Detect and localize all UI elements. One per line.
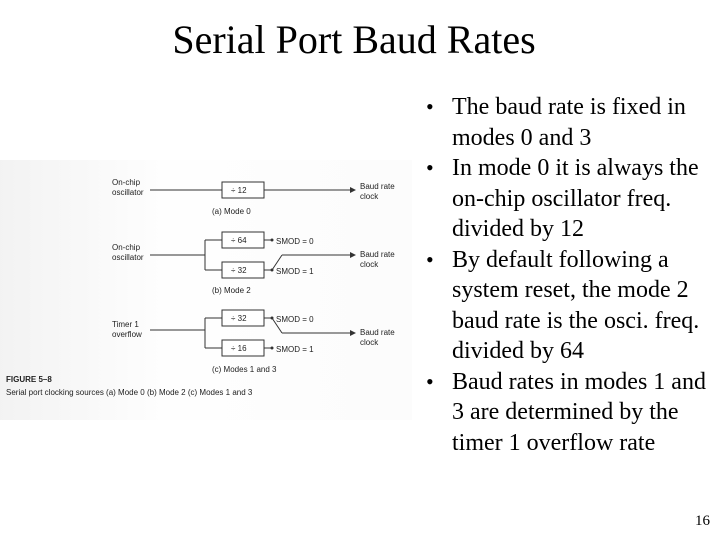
page-number: 16 bbox=[695, 513, 710, 529]
mode2-source-line2: oscillator bbox=[112, 253, 144, 262]
scanned-figure-background bbox=[0, 160, 412, 420]
serial-port-clocking-figure: On-chip oscillator ÷ 12 Baud rate clock … bbox=[0, 160, 412, 420]
mode2-caption: (b) Mode 2 bbox=[212, 286, 251, 295]
mode0-divider: ÷ 12 bbox=[231, 186, 247, 195]
bullet-item: The baud rate is fixed in modes 0 and 3 bbox=[424, 92, 714, 153]
mode13-smod0: SMOD = 0 bbox=[276, 315, 314, 324]
mode0-caption: (a) Mode 0 bbox=[212, 207, 251, 216]
mode0-source-line2: oscillator bbox=[112, 188, 144, 197]
mode2-source-line1: On-chip bbox=[112, 243, 141, 252]
slide-title: Serial Port Baud Rates bbox=[0, 16, 720, 64]
slide-title-text: Serial Port Baud Rates bbox=[172, 17, 536, 62]
clocking-diagram: On-chip oscillator ÷ 12 Baud rate clock … bbox=[6, 178, 395, 397]
mode2-divider-64: ÷ 64 bbox=[231, 236, 247, 245]
mode13-output-line2: clock bbox=[360, 338, 379, 347]
bullet-list: The baud rate is fixed in modes 0 and 3 … bbox=[424, 92, 714, 458]
mode13-smod1: SMOD = 1 bbox=[276, 345, 314, 354]
mode2-output-line1: Baud rate bbox=[360, 250, 395, 259]
bullet-item: By default following a system reset, the… bbox=[424, 245, 714, 367]
mode2-smod1: SMOD = 1 bbox=[276, 267, 314, 276]
mode2-output-line2: clock bbox=[360, 260, 379, 269]
mode13-output-line1: Baud rate bbox=[360, 328, 395, 337]
mode13-source-line2: overflow bbox=[112, 330, 142, 339]
mode0-output-line1: Baud rate bbox=[360, 182, 395, 191]
bullet-item: Baud rates in modes 1 and 3 are determin… bbox=[424, 367, 714, 459]
figure-label: FIGURE 5–8 bbox=[6, 375, 52, 384]
mode13-divider-32: ÷ 32 bbox=[231, 314, 247, 323]
figure-caption: Serial port clocking sources (a) Mode 0 … bbox=[6, 388, 253, 397]
mode2-divider-32: ÷ 32 bbox=[231, 266, 247, 275]
mode2-smod0: SMOD = 0 bbox=[276, 237, 314, 246]
bullet-item: In mode 0 it is always the on-chip oscil… bbox=[424, 153, 714, 245]
mode0-source-line1: On-chip bbox=[112, 178, 141, 187]
mode13-caption: (c) Modes 1 and 3 bbox=[212, 365, 277, 374]
mode0-output-line2: clock bbox=[360, 192, 379, 201]
mode13-source-line1: Timer 1 bbox=[112, 320, 139, 329]
mode13-divider-16: ÷ 16 bbox=[231, 344, 247, 353]
